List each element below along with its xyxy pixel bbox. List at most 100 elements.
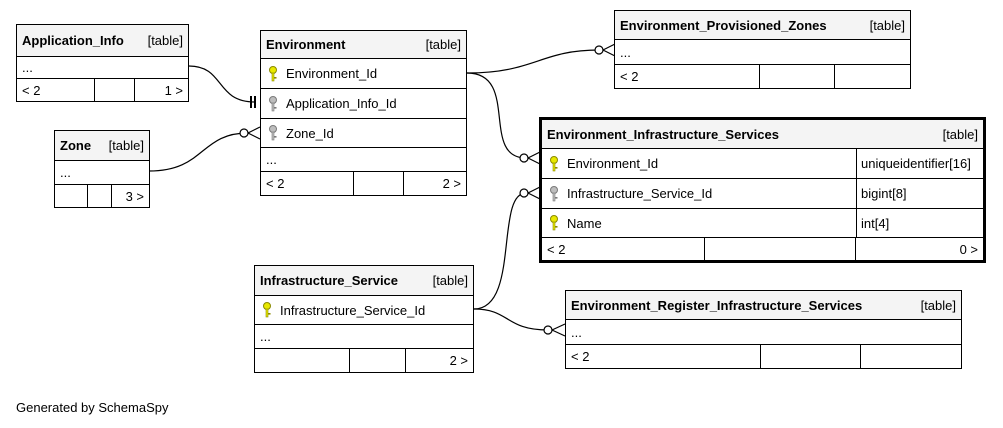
table-environment-provisioned-zones[interactable]: Environment_Provisioned_Zones [table] ..…: [614, 10, 911, 89]
footer-middle: [705, 238, 856, 260]
column-name: Application_Info_Id: [286, 96, 397, 111]
column-row[interactable]: ...: [55, 161, 149, 185]
zero-marker: [543, 325, 553, 335]
column-row[interactable]: Application_Info_Id: [261, 89, 466, 119]
foreign-key-icon: [266, 95, 280, 113]
link-infra-service-infra-services: [473, 192, 527, 310]
footer-parents[interactable]: < 2: [566, 345, 761, 368]
table-footer: < 2 0 >: [542, 238, 983, 260]
column-row[interactable]: ...: [615, 40, 910, 65]
column-name: ...: [22, 60, 33, 75]
table-name: Application_Info: [22, 33, 124, 48]
many-marker: [551, 323, 566, 337]
column-name: ...: [60, 165, 71, 180]
footer-children[interactable]: 3 >: [125, 188, 144, 204]
column-name: Environment_Id: [567, 156, 659, 171]
table-header[interactable]: Application_Info [table]: [17, 25, 188, 57]
column-row[interactable]: ...: [255, 325, 473, 349]
foreign-key-icon: [547, 185, 561, 203]
table-footer: 2 >: [255, 349, 473, 372]
link-environment-infra-services: [466, 72, 527, 159]
many-marker: [247, 126, 261, 140]
table-footer: < 2 2 >: [261, 172, 466, 195]
footer-parents[interactable]: < 2: [261, 172, 354, 195]
many-marker: [527, 186, 541, 200]
primary-key-icon: [547, 155, 561, 173]
column-row[interactable]: Zone_Id: [261, 119, 466, 148]
table-name: Infrastructure_Service: [260, 273, 399, 288]
footer-children[interactable]: 2 >: [449, 353, 468, 368]
column-row[interactable]: Infrastructure_Service_Id bigint[8]: [542, 179, 983, 209]
column-row[interactable]: ...: [261, 148, 466, 172]
footer-parents[interactable]: < 2: [615, 65, 760, 88]
column-row[interactable]: ...: [566, 320, 961, 345]
table-header[interactable]: Environment_Infrastructure_Services [tab…: [542, 120, 983, 149]
table-name: Environment_Provisioned_Zones: [620, 17, 827, 33]
column-datatype: int[4]: [856, 209, 983, 237]
foreign-key-icon: [266, 124, 280, 142]
table-footer: 3 >: [55, 185, 149, 207]
table-footer: < 2: [566, 345, 961, 368]
table-type: [table]: [432, 273, 468, 288]
table-environment-infrastructure-services[interactable]: Environment_Infrastructure_Services [tab…: [539, 117, 986, 263]
table-environment-register-infrastructure-services[interactable]: Environment_Register_Infrastructure_Serv…: [565, 290, 962, 369]
table-header[interactable]: Infrastructure_Service [table]: [255, 266, 473, 296]
table-type: [table]: [147, 33, 183, 48]
table-environment[interactable]: Environment [table] Environment_Id Appli…: [260, 30, 467, 196]
column-row[interactable]: ...: [17, 57, 188, 79]
primary-key-icon: [260, 301, 274, 319]
footer-middle: [88, 185, 112, 207]
primary-key-icon: [266, 65, 280, 83]
footer-children[interactable]: 1 >: [164, 82, 183, 98]
table-type: [table]: [425, 37, 461, 52]
zero-marker: [519, 188, 529, 198]
table-header[interactable]: Zone [table]: [55, 131, 149, 161]
many-marker: [602, 43, 616, 57]
table-type: [table]: [869, 17, 905, 33]
column-datatype: uniqueidentifier[16]: [856, 149, 983, 178]
footer-middle: [95, 79, 135, 101]
table-header[interactable]: Environment [table]: [261, 31, 466, 59]
link-infra-service-register: [473, 308, 549, 331]
table-zone[interactable]: Zone [table] ... 3 >: [54, 130, 150, 208]
column-name: Name: [567, 215, 602, 231]
primary-key-icon: [547, 214, 561, 232]
table-type: [table]: [942, 126, 978, 142]
table-footer: < 2: [615, 65, 910, 88]
table-type: [table]: [108, 138, 144, 153]
table-header[interactable]: Environment_Register_Infrastructure_Serv…: [566, 291, 961, 320]
generator-credit: Generated by SchemaSpy: [16, 400, 169, 415]
column-row[interactable]: Infrastructure_Service_Id: [255, 296, 473, 325]
table-name: Zone: [60, 138, 92, 153]
footer-children[interactable]: 2 >: [442, 176, 461, 191]
column-name: ...: [620, 44, 631, 60]
zero-marker: [239, 128, 249, 138]
footer-parents[interactable]: < 2: [542, 238, 705, 260]
link-application-info-environment: [188, 65, 256, 103]
table-name: Environment_Register_Infrastructure_Serv…: [571, 297, 863, 313]
column-row[interactable]: Name int[4]: [542, 209, 983, 238]
table-name: Environment_Infrastructure_Services: [547, 126, 779, 142]
table-name: Environment: [266, 37, 346, 52]
footer-parents: [255, 349, 350, 372]
column-row[interactable]: Environment_Id: [261, 59, 466, 89]
zero-marker: [594, 45, 604, 55]
column-name: Infrastructure_Service_Id: [567, 186, 713, 201]
column-name: Infrastructure_Service_Id: [280, 302, 426, 318]
many-marker: [527, 151, 541, 165]
footer-middle: [760, 65, 835, 88]
footer-parents[interactable]: < 2: [17, 79, 95, 101]
column-name: ...: [266, 152, 277, 167]
footer-parents: [55, 185, 88, 207]
column-name: Environment_Id: [286, 66, 378, 81]
table-infrastructure-service[interactable]: Infrastructure_Service [table] Infrastru…: [254, 265, 474, 373]
column-name: ...: [260, 329, 271, 344]
table-header[interactable]: Environment_Provisioned_Zones [table]: [615, 11, 910, 40]
footer-children: [835, 65, 910, 88]
zero-marker: [519, 153, 529, 163]
column-row[interactable]: Environment_Id uniqueidentifier[16]: [542, 149, 983, 179]
table-application-info[interactable]: Application_Info [table] ... < 2 1 >: [16, 24, 189, 102]
footer-middle: [354, 172, 404, 195]
link-environment-provisioned-zones: [466, 49, 600, 74]
